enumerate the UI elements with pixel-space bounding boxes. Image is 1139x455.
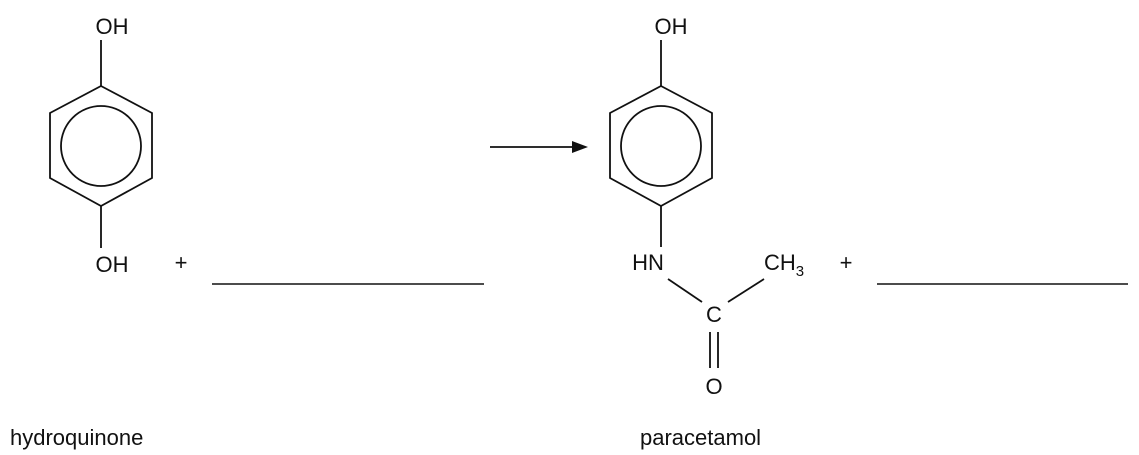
hydroquinone-bottom-oh: OH [96, 252, 129, 277]
paracetamol-carbonyl-oxygen: O [705, 374, 722, 399]
hydroquinone-top-oh: OH [96, 14, 129, 39]
paracetamol-aromatic-circle [620, 105, 702, 187]
plus-sign-left: + [175, 250, 188, 275]
hydroquinone-structure [49, 40, 153, 248]
paracetamol-hn-label: HN [632, 250, 664, 275]
paracetamol-top-oh: OH [655, 14, 688, 39]
hydroquinone-benzene-ring [49, 84, 153, 208]
paracetamol-methyl-subscript: 3 [796, 263, 804, 280]
paracetamol-structure [609, 40, 765, 368]
paracetamol-c-ch3-bond [727, 278, 765, 303]
paracetamol-carbonyl-carbon: C [706, 302, 722, 327]
plus-sign-right: + [840, 250, 853, 275]
reaction-arrow [490, 141, 588, 153]
hydroquinone-aromatic-circle [60, 105, 142, 187]
hydroquinone-name-label: hydroquinone [10, 425, 143, 450]
paracetamol-methyl-main: CH [764, 250, 796, 275]
paracetamol-n-c-bond [667, 278, 703, 303]
paracetamol-benzene-ring [609, 84, 713, 208]
arrow-head-icon [572, 141, 588, 153]
paracetamol-name-label: paracetamol [640, 425, 761, 450]
paracetamol-methyl-label: CH3 [764, 250, 804, 280]
